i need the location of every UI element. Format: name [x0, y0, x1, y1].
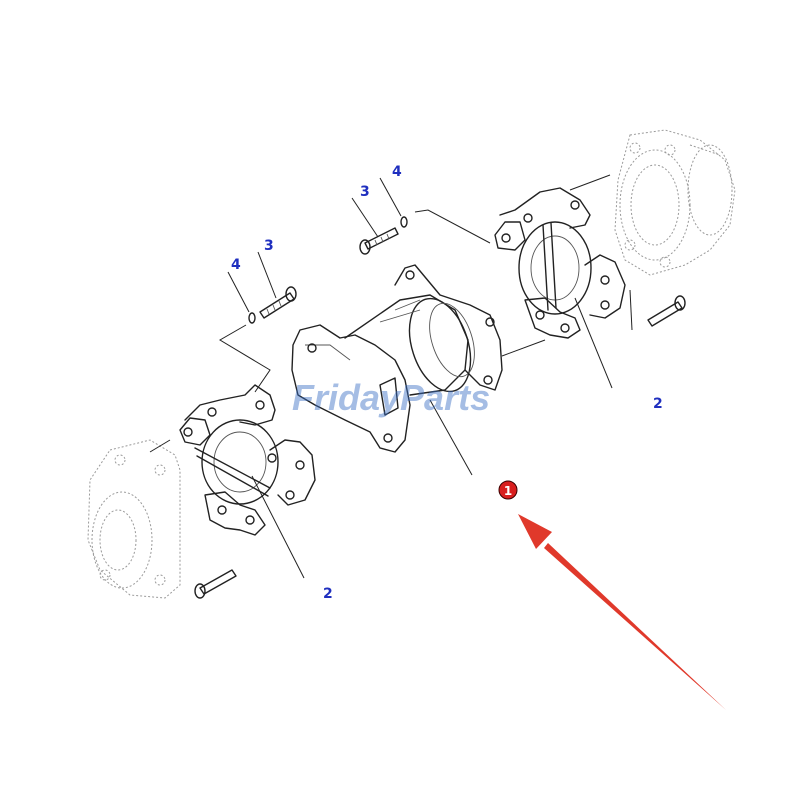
- upper-washer: [400, 216, 408, 228]
- leader-lines: [227, 177, 613, 579]
- drive-shaft: [291, 264, 503, 453]
- lower-left-bolt: [194, 569, 237, 599]
- callout-joint-left: 2: [323, 586, 333, 602]
- callout-washer-upper: 4: [392, 164, 402, 180]
- middle-bolt: [259, 286, 297, 319]
- left-universal-joint: [179, 384, 316, 536]
- watermark-text: FridayParts: [292, 377, 490, 418]
- assembly-lines: [149, 174, 633, 453]
- callout-bolt-upper: 3: [360, 184, 370, 200]
- left-flange-ghost: [87, 439, 181, 599]
- right-housing-ghost: [614, 129, 736, 276]
- upper-bolt: [359, 227, 399, 255]
- pointer-arrow: [518, 514, 726, 710]
- highlight-marker: 1: [498, 480, 518, 500]
- marker-label: 1: [504, 484, 512, 498]
- middle-washer: [248, 312, 256, 324]
- callout-bolt-middle: 3: [264, 238, 274, 254]
- lower-right-bolt: [647, 295, 686, 327]
- right-universal-joint: [494, 187, 626, 339]
- callout-joint-right: 2: [653, 396, 663, 412]
- callout-washer-middle: 4: [231, 257, 241, 273]
